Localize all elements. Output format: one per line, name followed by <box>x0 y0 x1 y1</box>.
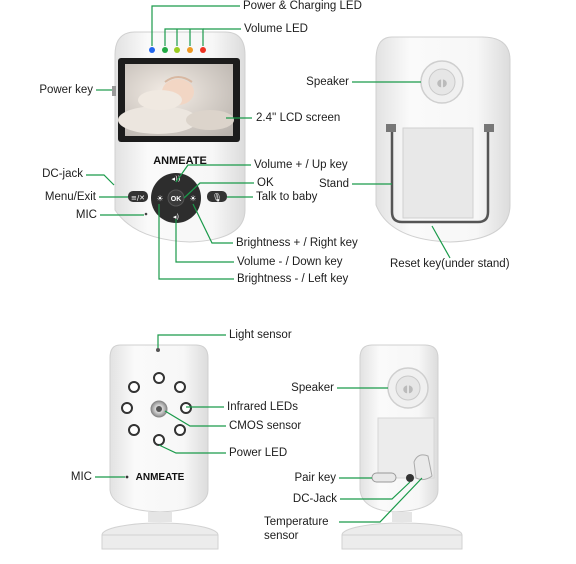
baby-photo <box>118 64 234 136</box>
label-lcd-screen: 2.4'' LCD screen <box>256 112 341 124</box>
label-temperature-sensor-line1: Temperature <box>264 516 329 528</box>
label-power-led: Power LED <box>229 447 288 459</box>
label-ok: OK <box>257 177 274 189</box>
menu-exit-button[interactable] <box>128 191 148 202</box>
parent-unit-front: ANMEATE OK ◂)) ◂) ☀ ☀ ≡/✕ 🎙 <box>112 31 246 243</box>
svg-text:◖◗: ◖◗ <box>437 78 448 89</box>
brand-parent: ANMEATE <box>153 155 207 167</box>
label-power-charging-led: Power & Charging LED <box>243 0 362 12</box>
callout-lines <box>86 5 451 523</box>
volume-led-dot-3 <box>187 47 193 53</box>
label-mic-parent: MIC <box>75 209 97 221</box>
dc-jack-port <box>406 474 414 482</box>
label-pair-key: Pair key <box>294 472 336 484</box>
label-mic-camera: MIC <box>70 471 92 483</box>
volume-led-dot-1 <box>162 47 168 53</box>
brightness-right-icon: ☀ <box>189 194 196 203</box>
light-sensor-dot <box>156 348 160 352</box>
label-menu-exit: Menu/Exit <box>44 191 96 203</box>
label-stand: Stand <box>318 178 349 190</box>
mic-hole-parent <box>144 212 148 216</box>
label-brightness-left-key: Brightness - / Left key <box>237 273 349 285</box>
volume-up-icon: ◂)) <box>172 175 181 183</box>
power-led-dot <box>149 47 155 53</box>
label-power-key: Power key <box>39 84 93 96</box>
mic-hole-camera <box>125 475 129 479</box>
volume-down-icon: ◂) <box>173 213 180 221</box>
parent-unit-back: ◖◗ <box>375 36 511 243</box>
stand-recess <box>402 127 474 219</box>
label-speaker-bottom: Speaker <box>291 382 334 394</box>
ok-key-label: OK <box>171 196 182 203</box>
label-volume-led: Volume LED <box>244 23 308 35</box>
label-brightness-right-key: Brightness + / Right key <box>236 237 358 249</box>
label-temperature-sensor-line2: sensor <box>264 530 299 542</box>
infrared-led-ring <box>121 372 192 446</box>
label-light-sensor: Light sensor <box>229 329 292 341</box>
power-key <box>112 86 116 96</box>
temperature-sensor-probe <box>413 454 433 481</box>
microphone-icon: 🎙 <box>212 193 222 202</box>
volume-led-dots <box>149 47 206 53</box>
brand-camera: ANMEATE <box>136 472 185 483</box>
brightness-left-icon: ☀ <box>156 194 163 203</box>
volume-led-dot-2 <box>174 47 180 53</box>
menu-icon: ≡/✕ <box>131 194 145 202</box>
volume-led-dot-4 <box>200 47 206 53</box>
label-infrared-leds: Infrared LEDs <box>227 401 298 413</box>
pair-key <box>371 472 397 483</box>
label-reset-key: Reset key(under stand) <box>390 258 510 270</box>
label-volume-up-key: Volume + / Up key <box>254 159 348 171</box>
label-talk-to-baby: Talk to baby <box>256 191 318 203</box>
label-dc-jack: DC-jack <box>42 168 83 180</box>
label-cmos-sensor: CMOS sensor <box>229 420 302 432</box>
svg-text:◖◗: ◖◗ <box>403 384 414 395</box>
label-speaker-top: Speaker <box>306 76 349 88</box>
stand-wire <box>390 128 490 224</box>
label-dc-jack-camera: DC-Jack <box>292 493 337 505</box>
camera-back: ◖◗ <box>341 344 463 550</box>
camera-front: ANMEATE <box>101 344 219 550</box>
talk-to-baby-button[interactable] <box>207 191 227 202</box>
label-volume-down-key: Volume - / Down key <box>237 256 343 268</box>
